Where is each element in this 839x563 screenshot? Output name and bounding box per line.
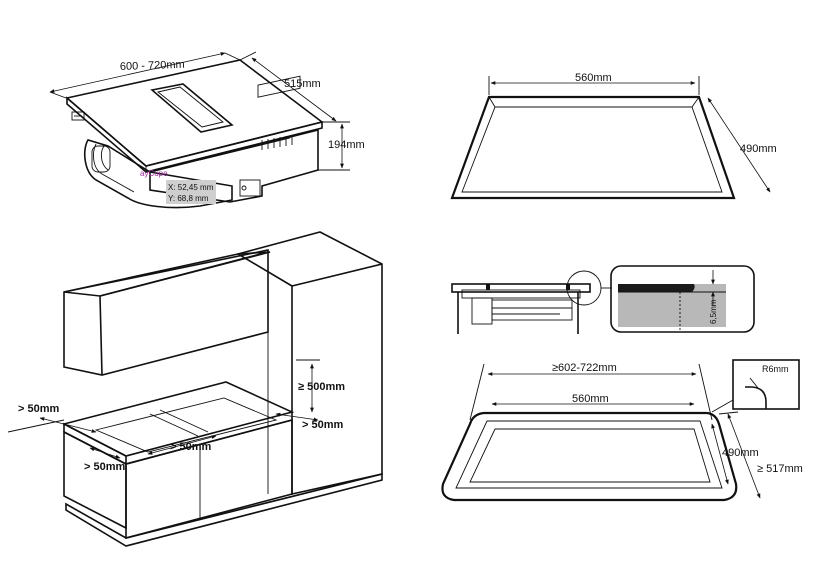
hob-height-dimension: 194mm — [318, 121, 365, 171]
cutout-bottom: ≥602-722mm 560mm 490mm ≥ 517mm R6mm — [441, 359, 803, 502]
wall-cabinet-top — [63, 251, 271, 297]
downdraft-vent — [150, 83, 234, 133]
radius-label: R6mm — [762, 364, 789, 374]
tall-cabinet — [235, 231, 383, 495]
hob-body — [149, 128, 319, 203]
kitchen-dimensions: ≥ 500mm > 50mm > 50mm > 50mm > 50mm — [18, 359, 345, 473]
front-left-clearance-label: > 50mm — [84, 461, 125, 473]
inner-depth-label: 490mm — [722, 447, 759, 459]
coord-y: Y: 68,8 mm — [168, 194, 209, 203]
detail-box — [610, 265, 755, 333]
cutout-bottom-inner — [455, 420, 723, 489]
side-left-clearance-label: > 50mm — [18, 403, 59, 415]
cutout-top-inner — [461, 106, 723, 193]
kitchen-isometric — [7, 231, 383, 547]
above-clearance-label: ≥ 500mm — [298, 381, 345, 393]
side-right-clearance-label: > 50mm — [302, 419, 343, 431]
hob-glass-top — [65, 59, 324, 167]
outer-depth-label: ≥ 517mm — [757, 463, 803, 475]
hob-width-label: 600 - 720mm — [120, 59, 185, 73]
front-clearance-label: > 50mm — [170, 441, 211, 453]
cutout-top: 560mm 490mm — [450, 72, 777, 200]
coordinate-readout: X: 52,45 mm Y: 68,8 mm — [166, 180, 216, 204]
hob-width-dimension: 600 - 720mm — [49, 52, 241, 99]
section-view: 6,5mm — [451, 265, 755, 334]
hob-isometric: ayCupe — [65, 59, 324, 209]
inner-width-label: 560mm — [572, 393, 609, 405]
cutout-bottom-outer — [441, 411, 738, 502]
cutout-top-depth-label: 490mm — [740, 143, 777, 155]
cutout-top-width-label: 560mm — [575, 72, 612, 84]
cutout-top-outer — [450, 95, 736, 200]
hob-depth-label: 515mm — [284, 78, 321, 90]
coord-x: X: 52,45 mm — [168, 183, 214, 192]
svg-text:ayCupe: ayCupe — [140, 169, 168, 178]
hob-height-label: 194mm — [328, 139, 365, 151]
outer-width-label: ≥602-722mm — [552, 362, 617, 374]
detail-callout-circle — [566, 270, 602, 306]
wall-cabinet-front — [63, 249, 269, 376]
hob-depth-dimension: 515mm — [239, 51, 337, 122]
detail-depth-label: 6,5mm — [709, 299, 718, 324]
plinth — [65, 472, 383, 547]
